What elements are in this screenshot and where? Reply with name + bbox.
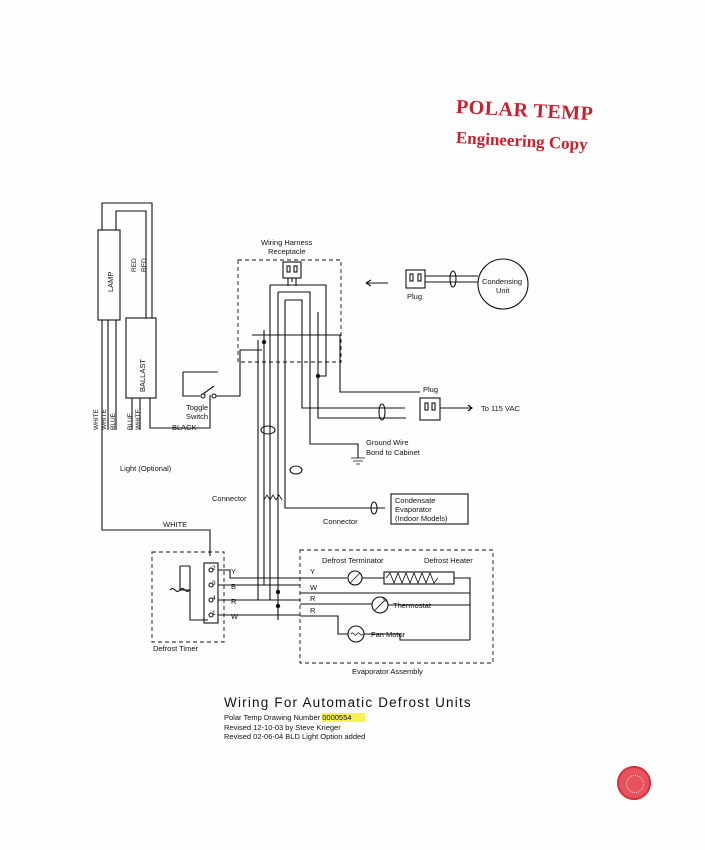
connector-label-2: Connector bbox=[323, 517, 358, 526]
timer-terminal-1: 1 bbox=[212, 610, 216, 617]
drawing-number-line: Polar Temp Drawing Number 0000554 bbox=[224, 713, 472, 723]
timer-wire-W: W bbox=[231, 612, 239, 621]
revision-1: Revised 12-10-03 by Steve Krieger bbox=[224, 722, 341, 732]
revision-2: Revised 02-06-04 BLD Light Option added bbox=[224, 732, 366, 741]
ground-label-2: Bond to Cabinet bbox=[366, 448, 421, 457]
wiring-harness-receptacle: Wiring Harness Receptacle bbox=[237, 238, 342, 363]
timer-wire-R: R bbox=[231, 597, 237, 606]
drawing-number: 0000554 bbox=[322, 713, 366, 722]
ground-label-1: Ground Wire bbox=[366, 438, 409, 447]
toggle-label-2: Switch bbox=[186, 412, 208, 421]
arrow-to-harness bbox=[365, 279, 388, 287]
defrost-heater-label: Defrost Heater bbox=[424, 556, 473, 565]
title-block: Wiring For Automatic Defrost Units Polar… bbox=[224, 695, 472, 742]
toggle-switch: Toggle Switch BLACK bbox=[172, 349, 262, 432]
wire-label-red-2: RED bbox=[141, 258, 148, 272]
wire-label-blue-2: BLUE bbox=[127, 412, 134, 430]
condensing-label-1: Condensing bbox=[482, 277, 522, 286]
drawing-title: Wiring For Automatic Defrost Units bbox=[224, 695, 472, 710]
timer-terminal-3: 3 bbox=[212, 580, 216, 587]
wire-label-white-1: WHITE bbox=[93, 408, 100, 430]
wire-label-white-3: WHITE bbox=[135, 408, 142, 430]
condensate-label-3: (Indoor Models) bbox=[395, 514, 448, 523]
harness-label-2: Receptacle bbox=[268, 247, 306, 256]
evap-wire-R1: R bbox=[310, 594, 316, 603]
connector-label-1: Connector bbox=[212, 494, 247, 503]
toggle-label-1: Toggle bbox=[186, 403, 208, 412]
wire-label-red-1: RED bbox=[131, 258, 138, 272]
light-optional-label: Light (Optional) bbox=[120, 464, 172, 473]
timer-wire-B: B bbox=[231, 582, 236, 591]
condensing-unit: Condensing Unit Plug bbox=[405, 258, 529, 310]
timer-terminal-2: 2 bbox=[212, 565, 216, 572]
condensing-label-2: Unit bbox=[496, 286, 510, 295]
white-wire-to-timer bbox=[101, 430, 211, 556]
ground-wire: Ground Wire Bond to Cabinet bbox=[351, 438, 421, 465]
evaporator-assembly: Defrost Terminator Defrost Heater Y W R … bbox=[299, 549, 494, 676]
evap-wire-W: W bbox=[310, 583, 318, 592]
ballast: BALLAST bbox=[125, 255, 211, 430]
harness-label-1: Wiring Harness bbox=[261, 238, 313, 247]
timer-terminal-4: 4 bbox=[212, 595, 216, 602]
drawing-number-prefix: Polar Temp Drawing Number bbox=[224, 713, 321, 722]
plug-mid-label: Plug bbox=[423, 385, 438, 394]
evap-wire-Y: Y bbox=[310, 567, 315, 576]
timer-wire-Y: Y bbox=[231, 567, 236, 576]
defrost-timer-label: Defrost Timer bbox=[153, 644, 199, 653]
ballast-label: BALLAST bbox=[138, 359, 147, 392]
harness-bundle bbox=[252, 285, 420, 620]
plug-115vac: Plug To 115 VAC bbox=[378, 385, 520, 421]
white-timer-label: WHITE bbox=[163, 520, 187, 529]
evap-wire-R2: R bbox=[310, 606, 316, 615]
to-115-label: To 115 VAC bbox=[481, 404, 520, 413]
lamp-label: LAMP bbox=[106, 272, 115, 292]
defrost-timer: 2 3 4 1 Defrost Timer bbox=[151, 551, 225, 653]
seal-stamp-icon bbox=[617, 766, 651, 800]
condensate-label-1: Condensate bbox=[395, 496, 435, 505]
condensate-label-2: Evaporator bbox=[395, 505, 432, 514]
plug-top-label: Plug bbox=[407, 292, 422, 301]
evaporator-assembly-label: Evaporator Assembly bbox=[352, 667, 423, 676]
wire-label-blue-1: BLUE bbox=[110, 412, 117, 430]
black-wire-label: BLACK bbox=[172, 423, 197, 432]
lamp: LAMP bbox=[97, 202, 153, 430]
defrost-terminator-label: Defrost Terminator bbox=[322, 556, 384, 565]
condensate-evaporator: Condensate Evaporator (Indoor Models) bbox=[390, 493, 469, 525]
wire-label-white-2: WHITE bbox=[101, 408, 108, 430]
